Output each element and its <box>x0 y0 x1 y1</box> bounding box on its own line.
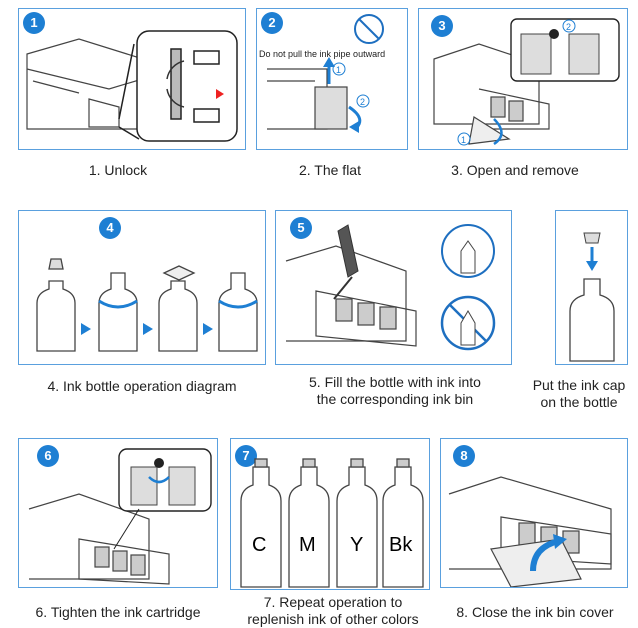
step-5-panel: 5 <box>275 210 512 365</box>
mark-1: 1 <box>461 135 466 145</box>
cap-bottle-illustration <box>569 232 615 362</box>
step-2-panel: 2 Do not pull the ink pipe outward 1 2 <box>256 8 408 150</box>
correct-bottle-icon <box>441 224 495 278</box>
step-5-caption: 5. Fill the bottle with ink into the cor… <box>270 374 520 408</box>
step-5-badge: 5 <box>290 217 312 239</box>
open-remove-illustration: 2 1 <box>433 18 620 146</box>
step-3-panel: 3 2 1 <box>418 8 628 150</box>
fill-ink-illustration <box>285 224 496 351</box>
step-4-panel: 4 <box>18 210 266 365</box>
step-1-panel: 1 <box>18 8 246 150</box>
step-8-panel: 8 <box>440 438 628 588</box>
ink-bottle-operation-illustration <box>36 258 258 352</box>
cap-bottle-caption-line-1: Put the ink cap <box>532 377 626 393</box>
step-5-caption-line-2: the corresponding ink bin <box>316 391 474 407</box>
step-7-badge: 7 <box>235 445 257 467</box>
step-1-badge: 1 <box>23 12 45 34</box>
step-3-badge: 3 <box>431 15 453 37</box>
step-8-caption: 8. Close the ink bin cover <box>456 604 614 620</box>
repeat-colors-illustration: C M Y Bk <box>240 458 424 588</box>
tighten-cartridge-illustration <box>28 448 212 585</box>
step-7-panel: 7 C M Y Bk <box>230 438 430 590</box>
color-label-bk: Bk <box>389 534 413 556</box>
printer-unlock-illustration <box>26 30 238 142</box>
step-7-caption: 7. Repeat operation to replenish ink of … <box>228 594 438 628</box>
step-7-caption-line-1: 7. Repeat operation to <box>263 594 403 610</box>
cap-bottle-panel <box>555 210 628 365</box>
step-2-caption: 2. The flat <box>298 162 361 178</box>
step-6-caption: 6. Tighten the ink cartridge <box>35 604 201 620</box>
step-7-caption-line-2: replenish ink of other colors <box>247 611 419 627</box>
step-8-badge: 8 <box>453 445 475 467</box>
close-cover-illustration <box>448 476 612 587</box>
color-label-m: M <box>299 534 316 556</box>
flat-lever-illustration: 1 2 <box>267 14 384 133</box>
step-1-caption: 1. Unlock <box>88 162 148 178</box>
mark-1: 1 <box>336 65 341 75</box>
step-2-badge: 2 <box>261 12 283 34</box>
cap-bottle-caption-line-2: on the bottle <box>540 394 618 410</box>
mark-2: 2 <box>566 22 571 32</box>
cap-bottle-caption: Put the ink cap on the bottle <box>520 377 638 411</box>
step-3-caption: 3. Open and remove <box>451 162 579 178</box>
step-6-badge: 6 <box>37 445 59 467</box>
color-label-c: C <box>252 534 266 556</box>
color-label-y: Y <box>350 534 363 556</box>
step-4-caption: 4. Ink bottle operation diagram <box>47 378 237 394</box>
prohibit-icon <box>354 14 384 44</box>
ink-pipe-warning: Do not pull the ink pipe outward <box>259 49 386 59</box>
mark-2: 2 <box>360 97 365 107</box>
step-6-panel: 6 <box>18 438 218 588</box>
step-5-caption-line-1: 5. Fill the bottle with ink into <box>309 374 481 390</box>
zoom-callout <box>118 30 238 142</box>
step-4-badge: 4 <box>99 217 121 239</box>
